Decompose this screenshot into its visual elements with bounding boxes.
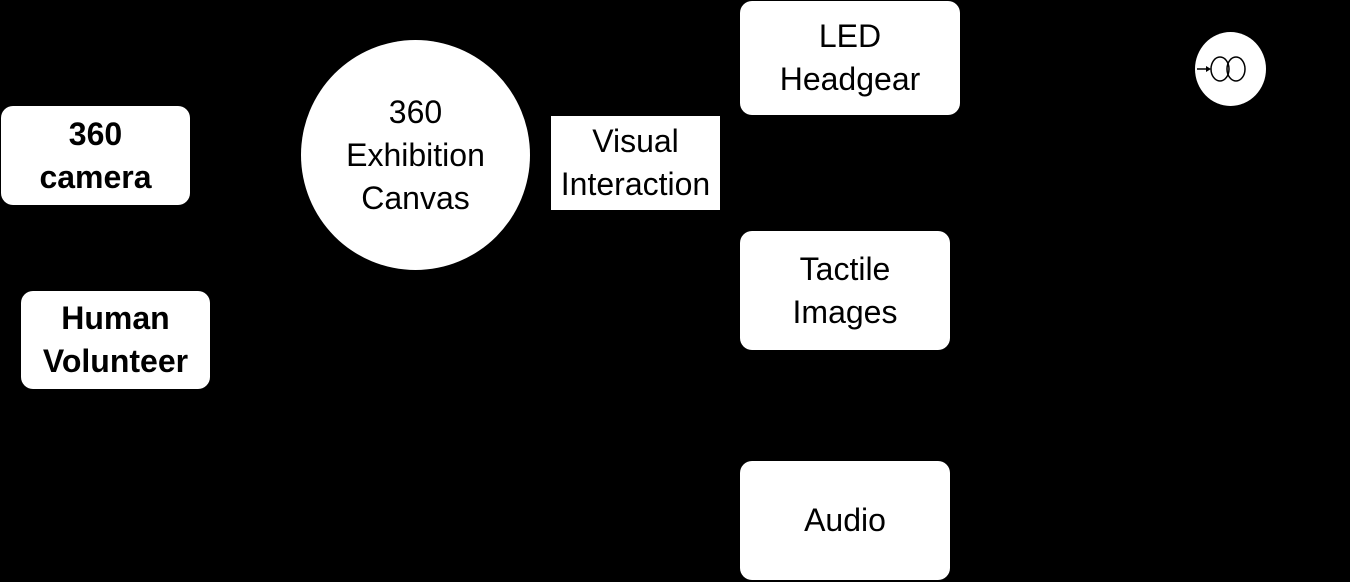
exhibition-canvas-line-1: 360 — [388, 93, 443, 130]
exhibition-canvas-line-2: Exhibition — [346, 136, 485, 173]
human-volunteer-node: Human Volunteer — [21, 291, 210, 389]
tactile-images-node: Tactile Images — [740, 231, 950, 350]
eye-icon-arrow-head — [1206, 66, 1211, 72]
tactile-images-line-2: Images — [792, 293, 898, 330]
camera-node-line-2: camera — [39, 158, 152, 195]
audio-node-line-1: Audio — [804, 502, 886, 538]
audio-node: Audio — [740, 461, 950, 580]
eye-icon-glyph — [1197, 56, 1246, 82]
human-volunteer-node-line-1: Human — [61, 300, 170, 336]
eye-icon-right-lens — [1226, 56, 1246, 82]
eye-icon-left-lens — [1210, 56, 1230, 82]
eye-icon — [1195, 32, 1266, 106]
led-headgear-line-1: LED — [818, 18, 882, 54]
visual-interaction-label: Visual Interaction — [551, 116, 720, 210]
led-headgear-line-2: Headgear — [779, 61, 921, 97]
led-headgear-node: LED Headgear — [740, 1, 960, 115]
visual-interaction-line-1: Visual — [592, 123, 679, 159]
camera-node-line-1: 360 — [68, 115, 123, 152]
visual-interaction-line-2: Interaction — [560, 166, 711, 202]
tactile-images-line-1: Tactile — [799, 250, 891, 287]
exhibition-canvas-node: 360 Exhibition Canvas — [301, 40, 530, 270]
human-volunteer-node-line-2: Volunteer — [42, 343, 189, 379]
exhibition-canvas-line-3: Canvas — [361, 179, 470, 216]
camera-node: 360 camera — [1, 106, 190, 205]
